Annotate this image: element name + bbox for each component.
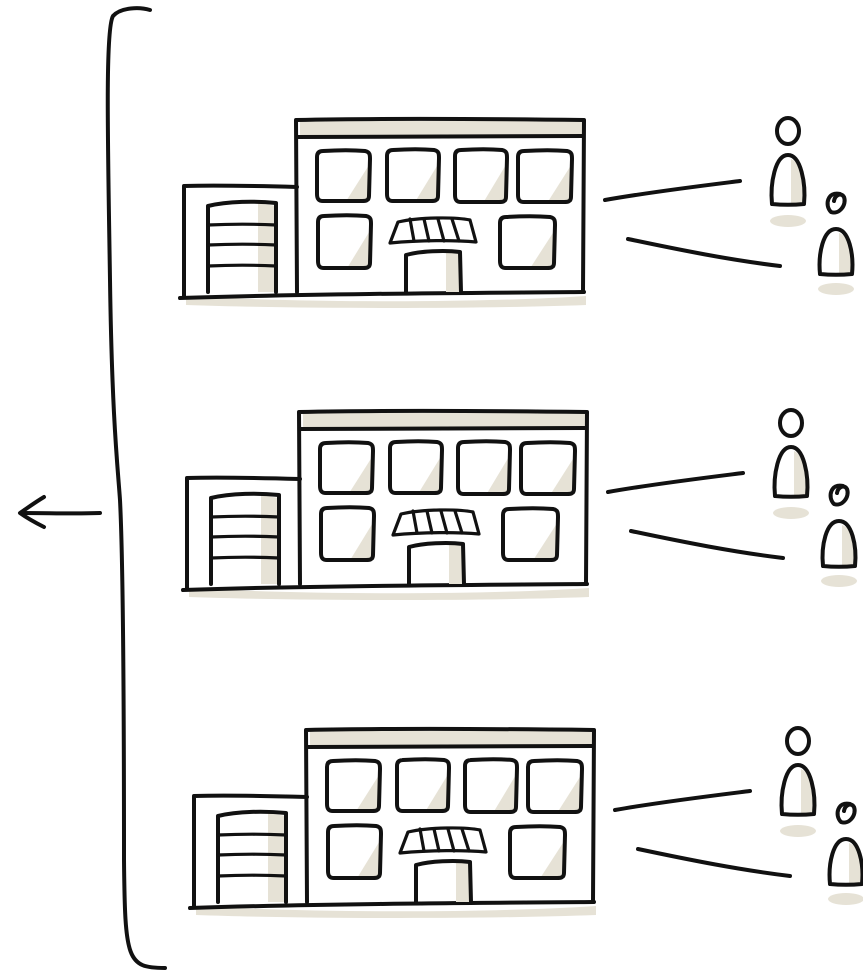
group-bracket (108, 8, 165, 968)
connection-line (605, 181, 740, 200)
left-arrow-icon (20, 497, 100, 527)
store-group-2 (183, 410, 857, 600)
customer-icon (770, 118, 806, 227)
connection-line (631, 531, 783, 558)
store-building-icon (180, 119, 586, 308)
store-group-1 (180, 118, 854, 308)
customer-icon (821, 486, 857, 587)
store-groups (180, 118, 863, 918)
store-group-3 (190, 728, 863, 918)
customer-icon (780, 728, 816, 837)
customer-icon (828, 804, 863, 905)
connection-line (638, 849, 790, 876)
connection-line (615, 791, 750, 810)
connection-line (628, 239, 780, 266)
customer-icon (773, 410, 809, 519)
connection-line (608, 473, 743, 492)
customer-icon (818, 194, 854, 295)
store-building-icon (183, 411, 589, 600)
store-building-icon (190, 729, 596, 918)
